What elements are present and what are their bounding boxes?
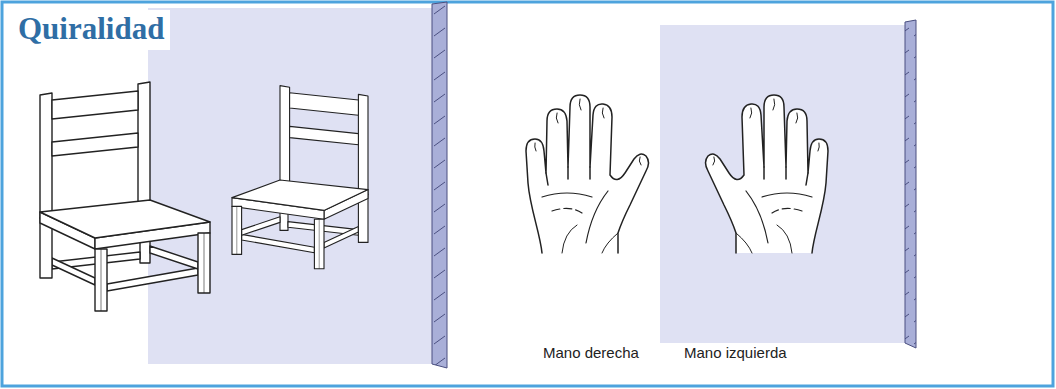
mirror-wall <box>432 2 447 368</box>
left-hand <box>706 95 829 253</box>
mirror-wall <box>660 25 905 343</box>
mirror-wall <box>148 8 432 364</box>
figure-title: Quiralidad <box>12 10 170 50</box>
hand-label: Mano derecha <box>543 344 639 362</box>
chair <box>40 82 210 311</box>
mirror-wall <box>148 2 447 368</box>
reflected-chair <box>232 86 368 269</box>
mirror-wall <box>905 20 916 348</box>
mirror-wall <box>660 20 916 348</box>
right-hand <box>526 95 649 253</box>
hand-label: Mano izquierda <box>684 344 787 362</box>
